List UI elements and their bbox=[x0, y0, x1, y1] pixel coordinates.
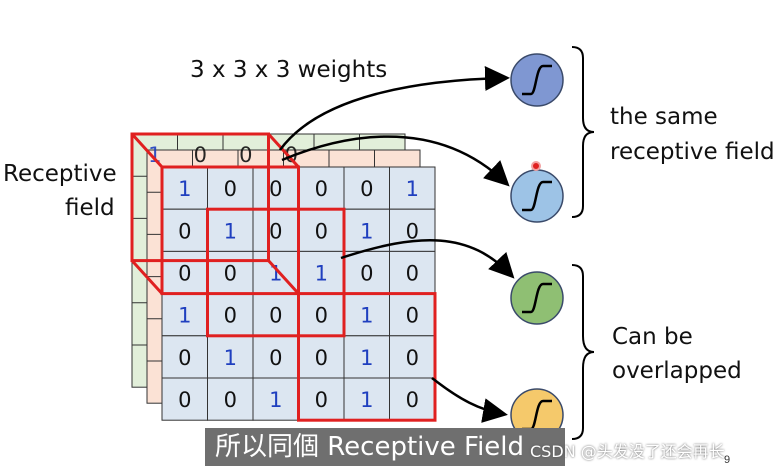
grid-cell-value: 1 bbox=[360, 219, 373, 243]
arrow-to-neuron-4 bbox=[431, 377, 508, 423]
grid-cell bbox=[343, 335, 390, 379]
input-matrix-grid: 1 0 0 0 0 1 0 1 0 0 1 0 0 0 1 1 0 0 1 0 0 0 1 0 0 1 0 0 1 0 0 0 1 0 1 0 bbox=[161, 166, 436, 421]
grid-cell bbox=[252, 377, 299, 421]
grid-cell bbox=[207, 208, 254, 252]
grid-cell-value: 1 bbox=[178, 177, 191, 201]
arrow-to-neuron-1 bbox=[278, 65, 510, 151]
grid-cell-value: 1 bbox=[224, 219, 237, 243]
receptive-field-label-line2: field bbox=[65, 195, 115, 221]
grid-cell-value: 1 bbox=[406, 177, 419, 201]
grid-cell-value: 0 bbox=[269, 346, 282, 370]
grid-cell bbox=[343, 250, 390, 295]
grid-cell-value: 0 bbox=[315, 346, 328, 370]
neuron-3 bbox=[510, 271, 564, 325]
grid-cell bbox=[389, 166, 436, 210]
grid-cell-value: 0 bbox=[315, 219, 328, 243]
back-layer-digit: 0 bbox=[194, 143, 207, 167]
brace-bottom bbox=[571, 264, 595, 440]
grid-cell-value: 0 bbox=[406, 346, 419, 370]
overlap-label-line2: overlapped bbox=[612, 358, 742, 384]
grid-cell-value: 0 bbox=[269, 304, 282, 328]
grid-cell-value: 0 bbox=[224, 262, 237, 286]
grid-cell-value: 0 bbox=[269, 177, 282, 201]
connection-arrows bbox=[278, 65, 515, 423]
sigmoid-icon bbox=[522, 64, 552, 96]
brace-top bbox=[571, 46, 595, 218]
grid-cell bbox=[343, 166, 390, 210]
grid-cell-value: 0 bbox=[406, 219, 419, 243]
grid-cell-value: 1 bbox=[360, 388, 373, 412]
grid-cell-value: 0 bbox=[224, 304, 237, 328]
grid-cell-value: 0 bbox=[224, 388, 237, 412]
grid-cell-value: 1 bbox=[315, 262, 328, 286]
subtitle-caption: 所以同個 Receptive Field bbox=[205, 428, 565, 466]
receptive-field-box-bottom-right bbox=[297, 292, 437, 422]
grid-cell-value: 1 bbox=[178, 304, 191, 328]
receptive-field-cube-edge bbox=[130, 259, 164, 295]
grid-cell bbox=[161, 377, 208, 421]
grid-cell bbox=[298, 335, 345, 379]
grid-cell-value: 1 bbox=[360, 304, 373, 328]
grid-cell-value: 0 bbox=[360, 177, 373, 201]
grid-cell-value: 0 bbox=[269, 219, 282, 243]
page-number: 9 bbox=[724, 454, 731, 466]
receptive-field-cube-edge bbox=[267, 132, 300, 169]
back-layer-digit: 0 bbox=[239, 143, 252, 167]
watermark: CSDN @头发没了还会再长 bbox=[530, 442, 725, 461]
receptive-field-cube-edge bbox=[130, 132, 164, 169]
arrow-to-neuron-3 bbox=[340, 238, 515, 279]
neuron-1 bbox=[510, 53, 564, 107]
grid-cell bbox=[207, 377, 254, 421]
weights-label: 3 x 3 x 3 weights bbox=[190, 57, 388, 83]
grid-cell-value: 1 bbox=[269, 388, 282, 412]
grid-cell bbox=[252, 293, 299, 337]
grid-cell-value: 0 bbox=[315, 388, 328, 412]
grid-cell bbox=[343, 208, 390, 252]
sigmoid-icon bbox=[522, 282, 552, 314]
grid-cell-value: 0 bbox=[360, 262, 373, 286]
grid-cell bbox=[389, 250, 436, 295]
grid-cell bbox=[207, 335, 254, 379]
grid-cell bbox=[161, 335, 208, 379]
grid-cell bbox=[298, 377, 345, 421]
neuron-2 bbox=[510, 169, 564, 223]
grid-cell-value: 0 bbox=[406, 304, 419, 328]
same-receptive-field-label-line2: receptive field bbox=[610, 139, 775, 165]
grid-cell-value: 0 bbox=[224, 177, 237, 201]
grid-cell-value: 0 bbox=[315, 177, 328, 201]
receptive-field-boxes bbox=[130, 132, 437, 422]
receptive-field-box-back bbox=[130, 132, 270, 263]
overlap-label-line1: Can be bbox=[612, 324, 693, 350]
arrow-to-neuron-2 bbox=[281, 135, 510, 187]
grid-cell bbox=[298, 250, 345, 295]
receptive-field-box-front bbox=[160, 165, 300, 296]
sigmoid-icon bbox=[522, 180, 552, 212]
receptive-field-cube-edge bbox=[267, 259, 300, 295]
receptive-field-box-middle bbox=[206, 207, 346, 338]
grid-cell-value: 0 bbox=[178, 346, 191, 370]
grid-cell-value: 0 bbox=[178, 262, 191, 286]
grid-cell-value: 0 bbox=[406, 262, 419, 286]
grid-cell bbox=[207, 250, 254, 295]
grid-cell-value: 0 bbox=[315, 304, 328, 328]
grid-cell-value: 0 bbox=[178, 219, 191, 243]
neurons bbox=[510, 53, 564, 442]
receptive-field-label-line1: Receptive bbox=[3, 161, 117, 187]
grid-cell-value: 1 bbox=[224, 346, 237, 370]
grid-cell-value: 0 bbox=[406, 388, 419, 412]
grid-cell bbox=[343, 377, 390, 421]
grid-cell-value: 1 bbox=[269, 262, 282, 286]
cursor-dot-icon bbox=[531, 161, 541, 171]
grid-cell-value: 0 bbox=[178, 388, 191, 412]
same-receptive-field-label-line1: the same bbox=[610, 104, 718, 130]
grid-cell-value: 1 bbox=[360, 346, 373, 370]
grid-cell bbox=[252, 166, 299, 210]
grid-cell bbox=[389, 377, 436, 421]
